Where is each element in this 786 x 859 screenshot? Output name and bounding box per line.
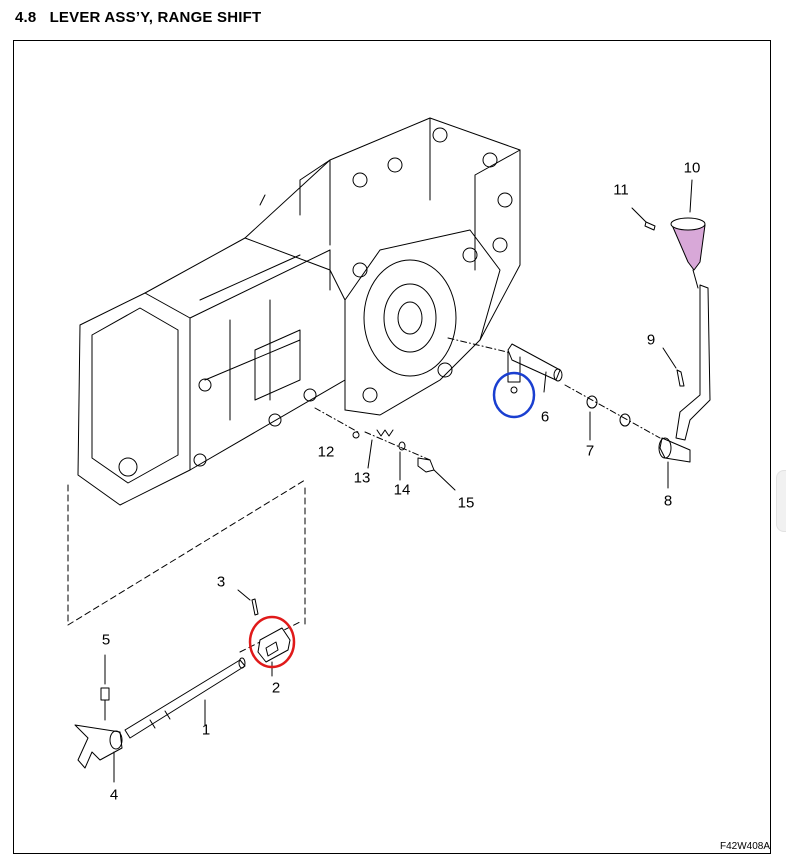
knob-part-10 bbox=[670, 179, 706, 289]
o-ring-part-7b bbox=[619, 413, 631, 427]
callout-5: 5 bbox=[101, 631, 111, 649]
lever-part-8 bbox=[658, 284, 711, 489]
plug-part-15 bbox=[417, 457, 456, 491]
callout-3: 3 bbox=[216, 573, 226, 591]
callout-2: 2 bbox=[271, 679, 281, 697]
leader-lines bbox=[314, 337, 661, 461]
fork-part-4 bbox=[74, 724, 123, 783]
pin-part-9 bbox=[676, 369, 685, 387]
block-part-2 bbox=[257, 627, 291, 677]
callout-12: 12 bbox=[317, 443, 335, 461]
bolt-part-5 bbox=[100, 654, 110, 721]
callout-15: 15 bbox=[457, 494, 475, 512]
callout-8: 8 bbox=[663, 492, 673, 510]
pin-part-3 bbox=[251, 598, 259, 616]
rod-part-1 bbox=[124, 657, 246, 739]
callout-7: 7 bbox=[585, 442, 595, 460]
blue-circle-annotation bbox=[492, 371, 536, 419]
callout-1: 1 bbox=[201, 721, 211, 739]
callout-10: 10 bbox=[683, 159, 701, 177]
section-number: 4.8 bbox=[15, 9, 37, 26]
screw-part-11 bbox=[644, 221, 656, 231]
boundary-lines bbox=[67, 479, 306, 653]
shaft-part-6 bbox=[507, 343, 563, 394]
callout-9: 9 bbox=[646, 331, 656, 349]
callout-11: 11 bbox=[613, 181, 629, 199]
side-scroll-handle[interactable] bbox=[776, 470, 786, 532]
washer-part-14 bbox=[398, 441, 406, 451]
section-title: 4.8 LEVER ASS’Y, RANGE SHIFT bbox=[15, 9, 261, 26]
transmission-case bbox=[77, 117, 521, 506]
callout-4: 4 bbox=[109, 786, 119, 804]
spring-part-13 bbox=[376, 429, 394, 437]
o-ring-part-7a bbox=[586, 395, 598, 409]
callout-14: 14 bbox=[393, 481, 411, 499]
section-heading: LEVER ASS’Y, RANGE SHIFT bbox=[49, 9, 262, 26]
callout-6: 6 bbox=[540, 408, 550, 426]
figure-code: F42W408A bbox=[719, 841, 770, 852]
callout-13: 13 bbox=[353, 469, 371, 487]
red-circle-annotation bbox=[248, 615, 296, 669]
ball-part-12 bbox=[352, 431, 360, 439]
